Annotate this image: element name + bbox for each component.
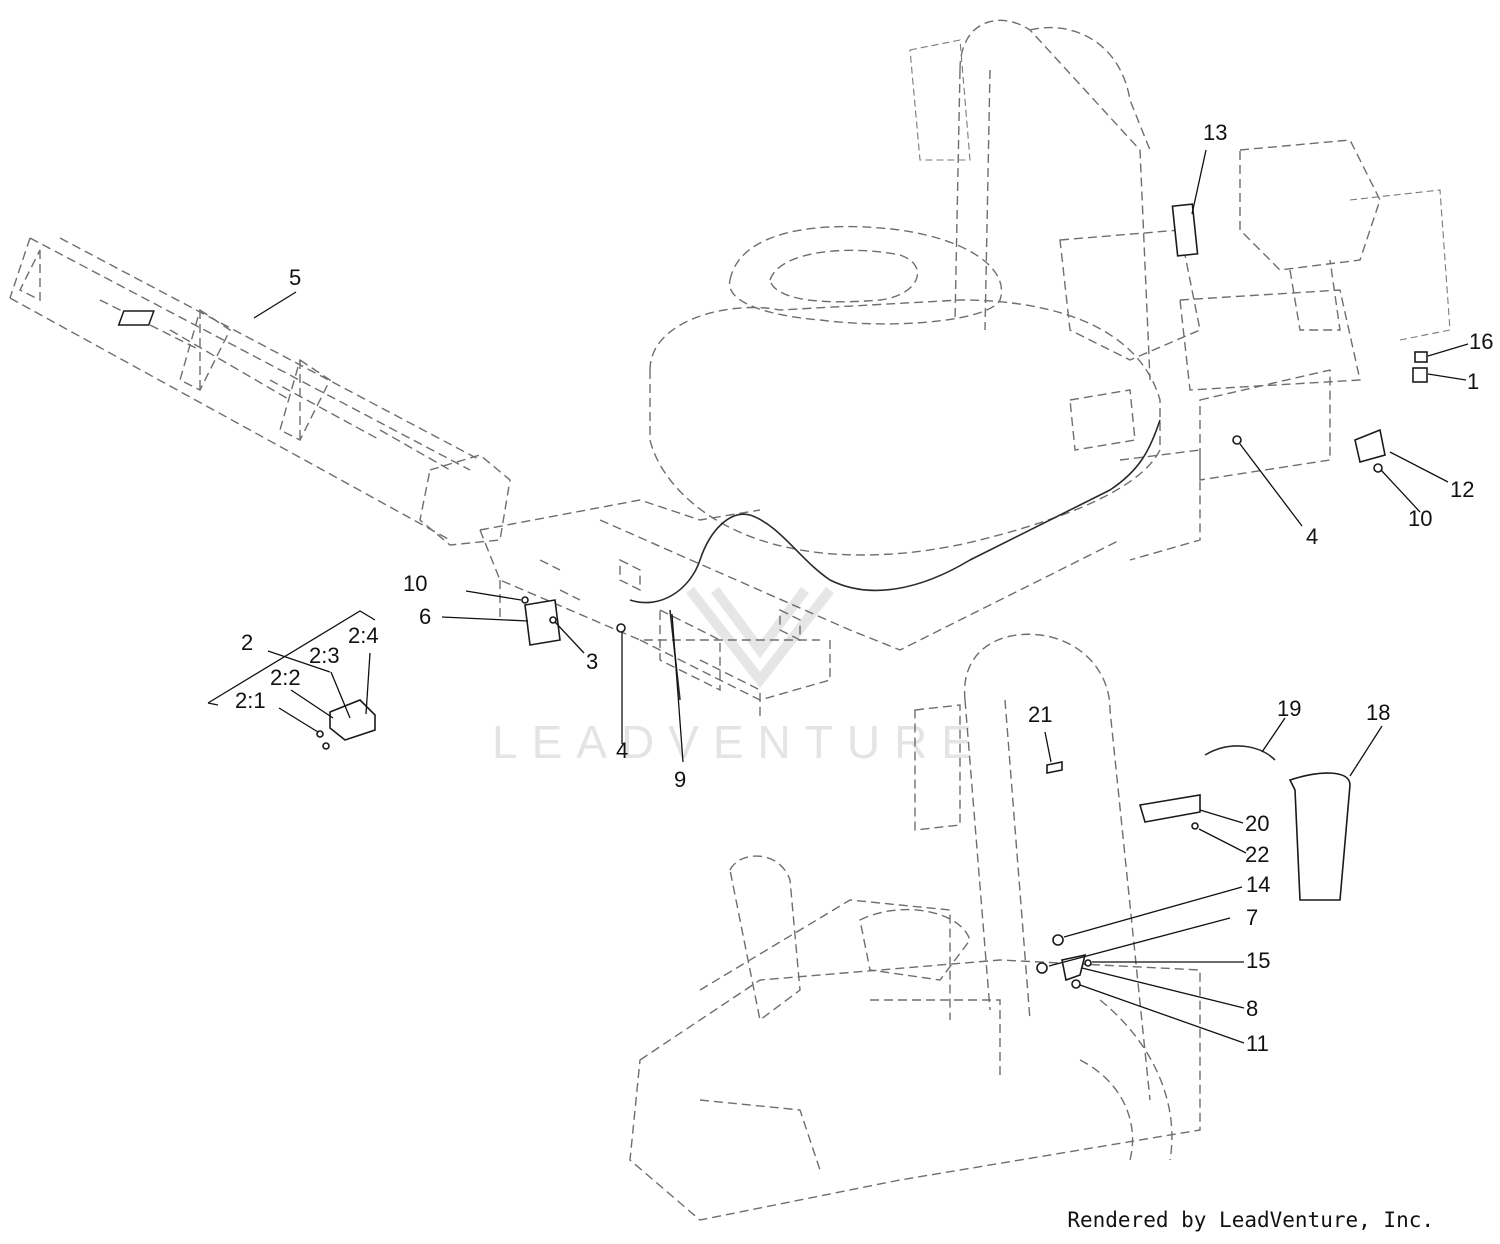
callout-1: 1 xyxy=(1467,369,1479,394)
callout-12: 12 xyxy=(1450,477,1474,502)
callout-10-left: 10 xyxy=(403,571,427,596)
callout-7: 7 xyxy=(1246,905,1258,930)
callout-10-top: 10 xyxy=(1408,506,1432,531)
callout-9: 9 xyxy=(674,767,686,792)
callout-13: 13 xyxy=(1203,120,1227,145)
spray-tank xyxy=(649,225,1161,556)
watermark-text: LEADVENTURE xyxy=(492,716,986,768)
small-parts-bottom xyxy=(1036,745,1351,989)
callout-2-3: 2:3 xyxy=(309,643,340,668)
callout-20: 20 xyxy=(1245,811,1269,836)
callout-4-top: 4 xyxy=(1306,524,1318,549)
spray-boom xyxy=(9,237,511,546)
callout-11: 11 xyxy=(1246,1031,1269,1056)
wire-harness xyxy=(629,419,1161,701)
callout-15: 15 xyxy=(1246,948,1270,973)
callout-5: 5 xyxy=(289,265,301,290)
callout-21: 21 xyxy=(1028,702,1052,727)
bottom-assembly xyxy=(629,633,1201,1221)
callout-4-left: 4 xyxy=(616,738,628,763)
callout-18: 18 xyxy=(1366,700,1390,725)
callout-3: 3 xyxy=(586,649,598,674)
rops-bar-top xyxy=(909,19,1151,381)
callout-6: 6 xyxy=(419,604,431,629)
watermark-logo-icon xyxy=(686,586,834,689)
operator-station-top xyxy=(1059,139,1451,561)
callout-2-4: 2:4 xyxy=(348,623,379,648)
callout-14: 14 xyxy=(1246,872,1270,897)
callout-22: 22 xyxy=(1245,842,1269,867)
callout-16: 16 xyxy=(1469,329,1493,354)
callout-8: 8 xyxy=(1246,996,1258,1021)
callout-2: 2 xyxy=(241,630,253,655)
watermark: LEADVENTURE xyxy=(492,586,986,768)
rendered-by-credit: Rendered by LeadVenture, Inc. xyxy=(1067,1208,1434,1232)
callout-19: 19 xyxy=(1277,696,1301,721)
callout-labels: 13 5 16 1 12 10 4 10 6 3 2 2:4 2:3 2:2 2… xyxy=(235,120,1493,1056)
callout-2-2: 2:2 xyxy=(270,665,301,690)
leader-lines xyxy=(207,149,1469,1044)
chassis-frame xyxy=(479,499,1121,720)
callout-2-1: 2:1 xyxy=(235,688,266,713)
small-parts-top xyxy=(117,203,1428,750)
